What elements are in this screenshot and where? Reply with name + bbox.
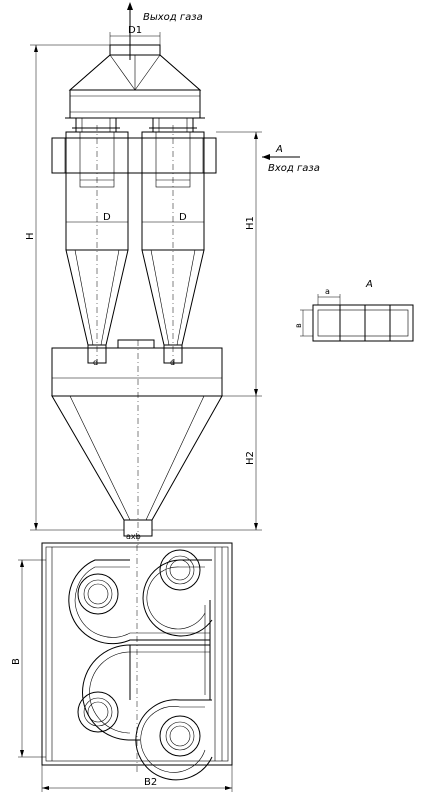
b-label: B — [11, 658, 22, 665]
cyclone-right — [141, 131, 205, 364]
b2-dimension — [41, 765, 233, 792]
d-small-right-label: d — [170, 358, 175, 367]
b-small-label: в — [294, 323, 303, 328]
gas-outlet-arrow — [127, 2, 133, 60]
view-a-section — [300, 294, 414, 342]
gas-inlet-label: Вход газа — [268, 163, 320, 174]
b-dimension — [18, 559, 46, 758]
gas-inlet-arrow — [262, 154, 300, 160]
outlet-pipes — [72, 117, 197, 133]
d-small-left-label: d — [93, 358, 98, 367]
hopper — [51, 339, 223, 537]
view-a-title: A — [365, 279, 373, 290]
view-a-arrow-label: A — [275, 144, 283, 155]
inlet-box — [51, 137, 217, 174]
h-label: H — [25, 232, 36, 240]
b2-label: B2 — [144, 777, 157, 788]
h1-dimension — [216, 131, 262, 397]
h1-label: H1 — [245, 216, 256, 230]
axb-label: axb — [126, 532, 141, 541]
cyclone-left — [65, 131, 129, 364]
a-small-label: a — [325, 287, 330, 296]
d1-label: D1 — [128, 25, 142, 36]
top-hood — [65, 44, 205, 119]
plan-view — [41, 542, 233, 781]
gas-outlet-label: Выход газа — [143, 12, 203, 23]
d-right-label: D — [179, 212, 187, 223]
h-dimension — [30, 44, 124, 531]
h2-label: H2 — [245, 451, 256, 465]
h2-dimension — [152, 396, 262, 531]
d1-dimension — [109, 32, 161, 45]
d-left-label: D — [103, 212, 111, 223]
